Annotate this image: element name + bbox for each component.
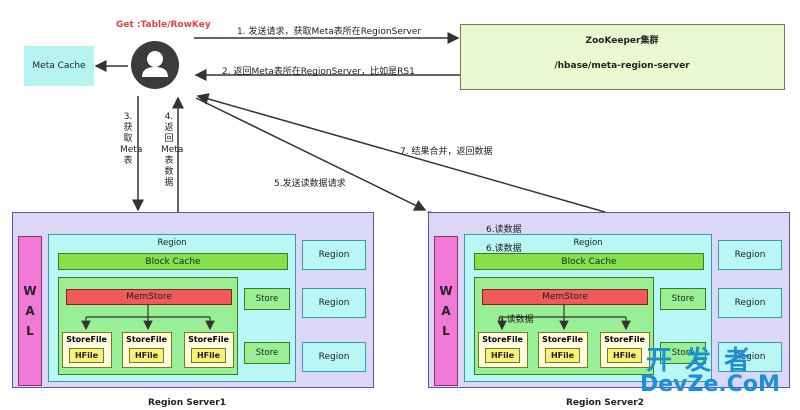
step6-label-c: 6.读数据 <box>498 315 534 325</box>
step6-label-a: 6.读数据 <box>486 225 522 235</box>
block-cache-2: Block Cache <box>474 253 704 270</box>
storefile-1b: StoreFile HFile <box>122 332 172 368</box>
region-1d: Region <box>302 342 366 372</box>
meta-cache-box: Meta Cache <box>24 46 94 86</box>
get-request-label: Get :Table/RowKey <box>116 20 211 30</box>
watermark-en: DevZe.CoM <box>640 372 780 397</box>
region-1-title: Region <box>157 238 187 248</box>
storefile-2c: StoreFile HFile <box>600 332 650 368</box>
storefile-2b: StoreFile HFile <box>538 332 588 368</box>
memstore-1-flush-arrows <box>81 305 215 331</box>
user-avatar <box>130 40 180 90</box>
hfile-1b: HFile <box>129 348 164 363</box>
region-1b: Region <box>302 240 366 270</box>
storefile-2a: StoreFile HFile <box>478 332 528 368</box>
step2-label: 2. 返回Meta表所在RegionServer，比如是RS1 <box>222 67 415 77</box>
step5-label: 5.发送读数据请求 <box>274 179 346 189</box>
region-2-title: Region <box>573 238 603 248</box>
zookeeper-path: /hbase/meta-region-server <box>554 61 690 71</box>
region-server-1-caption: Region Server1 <box>148 398 226 408</box>
step1-label: 1. 发送请求，获取Meta表所在RegionServer <box>237 27 422 37</box>
zookeeper-cluster: ZooKeeper集群 /hbase/meta-region-server <box>460 24 785 90</box>
hfile-1c: HFile <box>191 348 226 363</box>
region-2b: Region <box>718 240 782 270</box>
region-1c: Region <box>302 288 366 318</box>
arrow-step7 <box>196 93 606 213</box>
store-2c: Store <box>660 342 706 364</box>
hfile-1a: HFile <box>69 348 104 363</box>
zookeeper-title: ZooKeeper集群 <box>585 36 659 46</box>
hfile-2c: HFile <box>607 348 642 363</box>
memstore-1: MemStore <box>66 289 232 305</box>
store-1b: Store <box>244 288 290 310</box>
store-2b: Store <box>660 288 706 310</box>
arrow-step5 <box>195 97 427 211</box>
block-cache-1: Block Cache <box>58 253 288 270</box>
step6-label-b: 6.读数据 <box>486 244 522 254</box>
store-1c: Store <box>244 342 290 364</box>
hfile-2a: HFile <box>485 348 520 363</box>
storefile-1c: StoreFile HFile <box>184 332 234 368</box>
hfile-2b: HFile <box>545 348 580 363</box>
watermark-cn: 开 发 者 <box>646 346 753 376</box>
step7-label: 7. 结果合并，返回数据 <box>400 147 493 157</box>
region-2c: Region <box>718 288 782 318</box>
storefile-1a: StoreFile HFile <box>62 332 112 368</box>
region-2d: Region <box>718 342 782 372</box>
user-icon <box>131 41 179 89</box>
memstore-2-flush-arrows <box>497 305 631 331</box>
region-server-2-caption: Region Server2 <box>566 398 644 408</box>
memstore-2: MemStore <box>482 289 648 305</box>
